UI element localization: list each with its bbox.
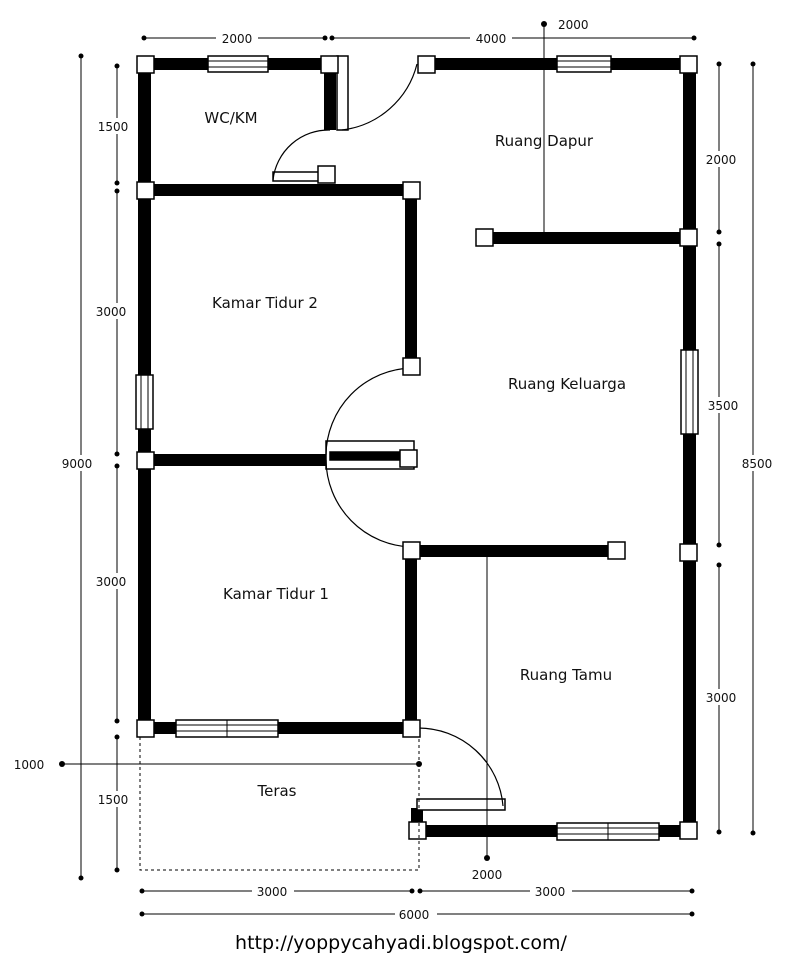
dim-top-right: 4000 [476, 32, 507, 46]
wall-dapur-divider [484, 232, 689, 244]
door-dapur [336, 55, 418, 131]
column [607, 541, 626, 560]
column [402, 719, 421, 738]
column [679, 228, 698, 247]
dim-left-kamar1: 3000 [96, 575, 127, 589]
footer-url: http://yoppycahyadi.blogspot.com/ [235, 932, 568, 954]
room-label-tamu: Ruang Tamu [520, 666, 612, 684]
window-wc-top [207, 55, 269, 73]
columns [136, 55, 698, 840]
column [320, 55, 339, 74]
window-keluarga-right [680, 349, 699, 435]
dim-left-kamar2: 3000 [96, 305, 127, 319]
dim-left-teras: 1500 [98, 793, 129, 807]
room-label-teras: Teras [256, 782, 296, 800]
dim-right-keluarga: 3500 [708, 399, 739, 413]
column [136, 181, 155, 200]
room-label-keluarga: Ruang Keluarga [508, 375, 626, 393]
windows [135, 55, 699, 841]
column [408, 821, 427, 840]
dim-bottom-left: 3000 [257, 885, 288, 899]
window-tamu-bottom [556, 822, 660, 841]
room-label-kamar2: Kamar Tidur 2 [212, 294, 318, 312]
room-label-wc: WC/KM [204, 109, 257, 127]
dimension-labels: 2000 4000 2000 1500 3000 3000 1500 9000 … [14, 18, 780, 923]
wall-wc-bottom [145, 184, 413, 196]
wall-right [683, 64, 696, 832]
doors [272, 55, 506, 811]
column [317, 165, 336, 184]
dim-left-wc: 1500 [98, 120, 129, 134]
dim-left-total: 9000 [62, 457, 93, 471]
column [679, 543, 698, 562]
column [475, 228, 494, 247]
door-entrance [416, 727, 506, 811]
dim-bottom-right: 3000 [535, 885, 566, 899]
column [402, 181, 421, 200]
column [136, 55, 155, 74]
column [402, 541, 421, 560]
dim-right-tamu: 3000 [706, 691, 737, 705]
dimension-lines [59, 21, 756, 917]
column [417, 55, 436, 74]
window-kamar1-bottom [175, 719, 279, 738]
dim-right-dapur: 2000 [706, 153, 737, 167]
wall-wc-door-post [324, 64, 336, 130]
column [399, 449, 418, 468]
column [136, 451, 155, 470]
wall-tamu-top [411, 545, 616, 557]
column [679, 821, 698, 840]
window-dapur-top [556, 55, 612, 73]
column [679, 55, 698, 74]
room-labels: WC/KM Ruang Dapur Kamar Tidur 2 Ruang Ke… [204, 109, 626, 800]
room-label-kamar1: Kamar Tidur 1 [223, 585, 329, 603]
column [402, 357, 421, 376]
dim-left-teras-offset: 1000 [14, 758, 45, 772]
dim-top-left: 2000 [222, 32, 253, 46]
dim-right-total: 8500 [742, 457, 773, 471]
window-kamar2-left [135, 374, 154, 430]
dim-bottom-marker: 2000 [472, 868, 503, 882]
room-label-dapur: Ruang Dapur [495, 132, 594, 150]
wall-kamar2-right [405, 190, 417, 368]
column [136, 719, 155, 738]
teras-outline [139, 737, 420, 871]
wall-kamar1-right [405, 550, 417, 728]
dim-bottom-total: 6000 [399, 908, 430, 922]
dim-top-marker: 2000 [558, 18, 589, 32]
